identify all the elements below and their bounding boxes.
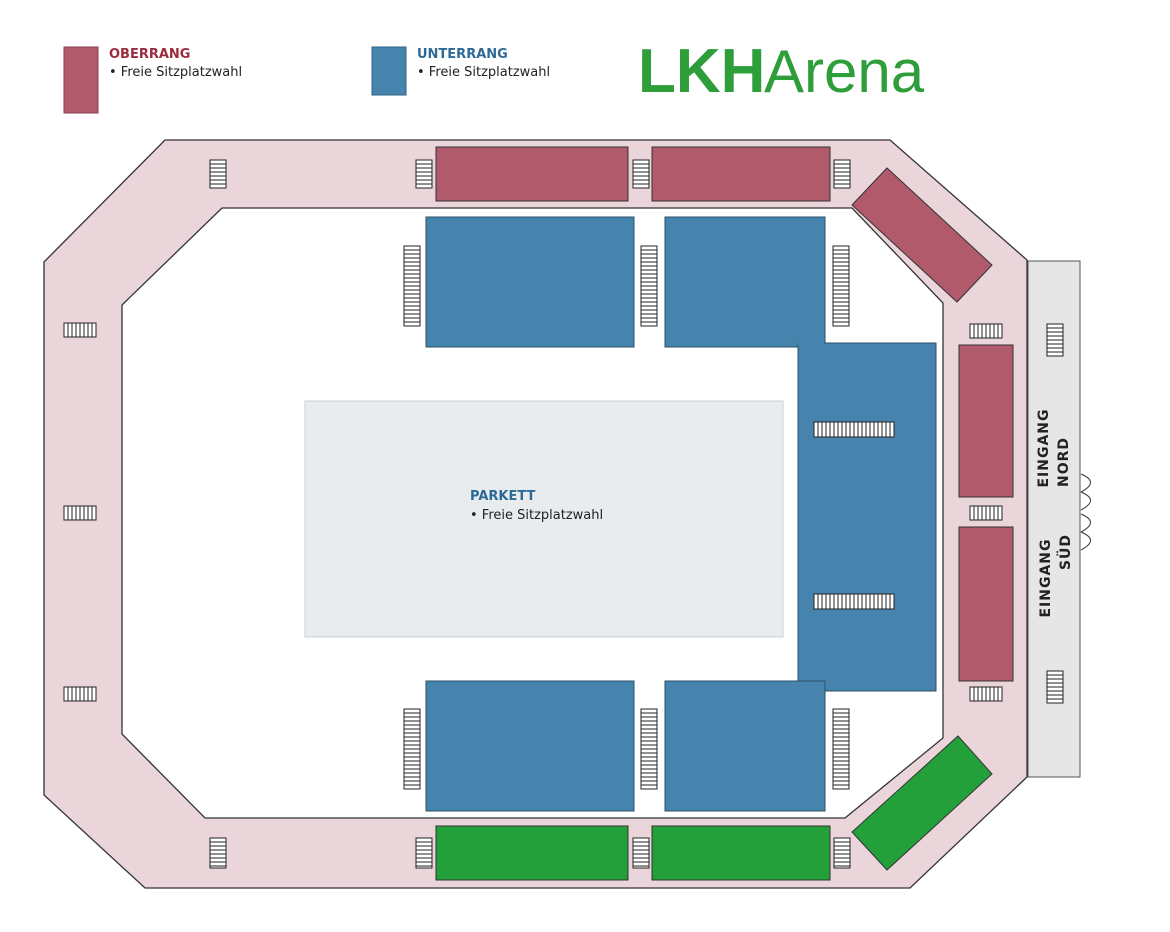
stair-icon — [209, 837, 227, 869]
stair-icon — [813, 421, 895, 438]
stair-icon — [969, 686, 1003, 702]
stair-icon — [209, 159, 227, 189]
stair-icon — [63, 686, 97, 702]
logo-arena: Arena — [764, 38, 925, 105]
stair-icon — [832, 245, 850, 327]
stair-icon — [832, 708, 850, 790]
available-block-southeast[interactable] — [851, 735, 993, 871]
unterrang-joint-north — [798, 330, 824, 346]
oberrang-block-north-right[interactable] — [651, 146, 831, 202]
stair-icon — [403, 708, 421, 790]
stair-icon — [640, 708, 658, 790]
stair-icon — [63, 505, 97, 521]
stair-icon — [1046, 670, 1064, 704]
unterrang-block-north-right[interactable] — [664, 216, 826, 348]
stair-icon — [833, 159, 851, 189]
stair-icon — [415, 837, 433, 869]
oberrang-block-east-upper[interactable] — [958, 344, 1014, 498]
door-south-icon — [1080, 513, 1091, 551]
stair-icon — [63, 322, 97, 338]
stair-icon — [813, 593, 895, 610]
available-blocks — [435, 735, 993, 881]
stair-icon — [403, 245, 421, 327]
stair-icon — [632, 837, 650, 869]
legend: OBERRANG • Freie Sitzplatzwahl UNTERRANG… — [63, 46, 550, 114]
entrance-south-label: EINGANG — [1038, 538, 1054, 617]
door-north-icon — [1080, 473, 1091, 511]
unterrang-block-north-left[interactable] — [425, 216, 635, 348]
parkett-title: PARKETT — [470, 489, 536, 504]
stair-icon — [833, 837, 851, 869]
oberrang-block-northeast[interactable] — [851, 167, 993, 303]
legend-unterrang-desc: • Freie Sitzplatzwahl — [417, 65, 550, 80]
unterrang-block-south-left[interactable] — [425, 680, 635, 812]
legend-oberrang-title: OBERRANG — [109, 47, 190, 62]
legend-unterrang-swatch — [371, 46, 407, 96]
stairs — [63, 159, 1064, 869]
entrance-north-label-2: NORD — [1056, 437, 1072, 487]
stair-icon — [969, 505, 1003, 521]
unterrang-block-east[interactable] — [797, 342, 937, 692]
entrance-south-label-2: SÜD — [1056, 534, 1074, 570]
logo-lkh: LKH — [638, 37, 765, 106]
stair-icon — [632, 159, 650, 189]
legend-unterrang-title: UNTERRANG — [417, 47, 508, 62]
parkett-field: PARKETT • Freie Sitzplatzwahl — [304, 400, 784, 638]
legend-oberrang-desc: • Freie Sitzplatzwahl — [109, 65, 242, 80]
unterrang-joint-south — [798, 688, 824, 704]
available-block-south-left[interactable] — [435, 825, 629, 881]
available-block-south-right[interactable] — [651, 825, 831, 881]
oberrang-block-north-left[interactable] — [435, 146, 629, 202]
stair-icon — [415, 159, 433, 189]
oberrang-blocks — [435, 146, 1014, 682]
parkett-desc: • Freie Sitzplatzwahl — [470, 508, 603, 523]
entrance-north-label: EINGANG — [1036, 408, 1052, 487]
stair-icon — [640, 245, 658, 327]
stair-icon — [1046, 323, 1064, 357]
legend-oberrang-swatch — [63, 46, 99, 114]
stair-icon — [969, 323, 1003, 339]
parkett-area[interactable] — [304, 400, 784, 638]
oberrang-block-east-lower[interactable] — [958, 526, 1014, 682]
lkh-arena-logo: LKH Arena — [638, 37, 925, 106]
